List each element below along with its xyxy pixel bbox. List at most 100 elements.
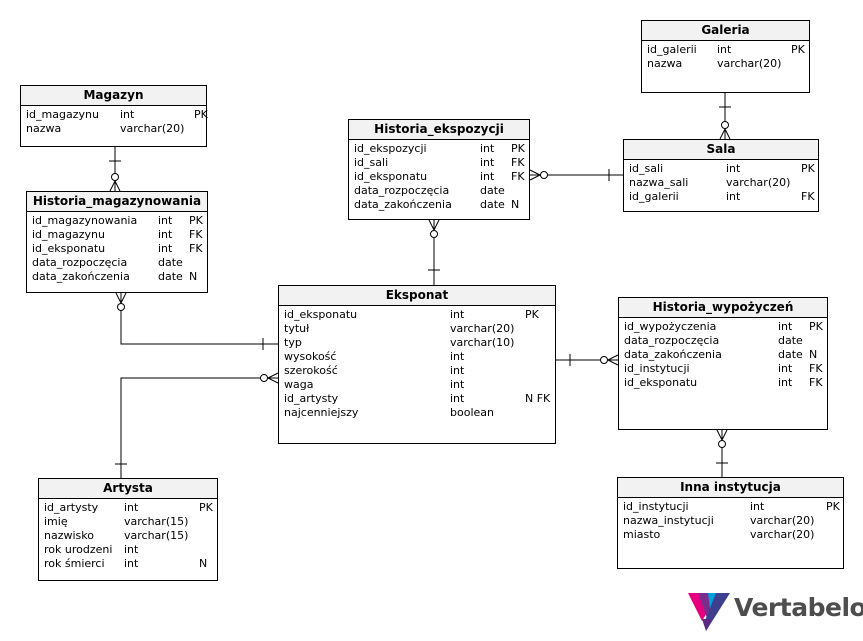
rel-inna-instytucja-historia-wypozyczen-many-mark [716, 429, 723, 441]
rel-magazyn-historia-magazynowania-many-mark [114, 180, 121, 192]
column-name: typ [284, 336, 302, 349]
column-name: id_magazynowania [32, 214, 138, 227]
column-name: id_eksponatu [284, 308, 358, 321]
column-name: id_ekspozycji [354, 142, 427, 155]
column-name: imię [44, 515, 68, 528]
rel-sala-historia-ekspozycji-many-mark [529, 169, 541, 176]
column-type: date [158, 256, 183, 269]
column-type: varchar(20) [750, 528, 815, 541]
column-row: imię varchar(15) [39, 515, 217, 529]
column-flags: PK [199, 501, 213, 514]
column-name: data_rozpoczęcia [624, 334, 720, 347]
rel-eksponat-historia-magazynowania-many-mark [120, 292, 127, 304]
column-type: varchar(20) [717, 57, 782, 70]
column-type: int [750, 500, 765, 513]
column-name: nazwa [647, 57, 683, 70]
rel-eksponat-historia-wypozyczen-many-mark [607, 359, 619, 366]
table-title: Eksponat [279, 286, 555, 306]
column-flags: PK [826, 500, 840, 513]
column-flags: PK [189, 214, 203, 227]
column-type: date [778, 348, 803, 361]
column-name: id_sali [629, 162, 664, 175]
vertabelo-logo-icon [688, 593, 730, 631]
column-type: int [450, 308, 465, 321]
column-name: id_magazynu [26, 108, 99, 121]
rel-eksponat-historia-magazynowania-line [120, 293, 278, 345]
column-type: varchar(20) [750, 514, 815, 527]
column-type: varchar(15) [124, 515, 189, 528]
column-name: rok śmierci [44, 557, 105, 570]
column-name: szerokość [284, 364, 338, 377]
column-flags: FK [801, 190, 815, 203]
rel-magazyn-historia-magazynowania-many-mark [109, 180, 116, 192]
column-name: id_artysty [44, 501, 99, 514]
column-row: wysokość int [279, 350, 555, 364]
rel-eksponat-historia-magazynowania-optional-mark [117, 303, 125, 311]
column-flags: PK [511, 142, 525, 155]
column-name: id_instytucji [623, 500, 689, 513]
column-type: int [480, 170, 495, 183]
column-name: id_artysty [284, 392, 339, 405]
table-title: Magazyn [21, 86, 206, 106]
rel-eksponat-historia-wypozyczen-optional-mark [600, 356, 608, 364]
column-name: id_eksponatu [32, 242, 106, 255]
column-type: int [450, 378, 465, 391]
column-name: wysokość [284, 350, 337, 363]
column-name: nazwa_sali [629, 176, 689, 189]
column-name: nazwa_instytucji [623, 514, 714, 527]
column-flags: FK [511, 156, 525, 169]
column-type: int [450, 350, 465, 363]
rel-artysta-eksponat-line [120, 377, 278, 478]
column-name: waga [284, 378, 314, 391]
column-type: int [726, 190, 741, 203]
column-name: tytuł [284, 322, 310, 335]
column-row: waga int [279, 378, 555, 392]
column-type: int [124, 501, 139, 514]
rel-inna-instytucja-historia-wypozyczen-many-mark [721, 429, 728, 441]
vertabelo-logo-text: Vertabelo [734, 593, 863, 622]
column-name: data_zakończenia [354, 198, 452, 211]
column-type: int [120, 108, 135, 121]
column-row: id_instytucji int PK [618, 500, 843, 514]
column-name: id_galerii [629, 190, 679, 203]
column-type: int [450, 392, 465, 405]
column-type: int [480, 142, 495, 155]
table-title: Historia_wypożyczeń [619, 298, 827, 318]
column-type: int [480, 156, 495, 169]
column-row: id_artysty int PK [39, 501, 217, 515]
rel-artysta-eksponat-many-mark [267, 377, 279, 384]
column-type: int [717, 43, 732, 56]
rel-magazyn-historia-magazynowania-optional-mark [111, 173, 119, 181]
column-flags: N [809, 348, 818, 361]
column-flags: N [511, 198, 520, 211]
